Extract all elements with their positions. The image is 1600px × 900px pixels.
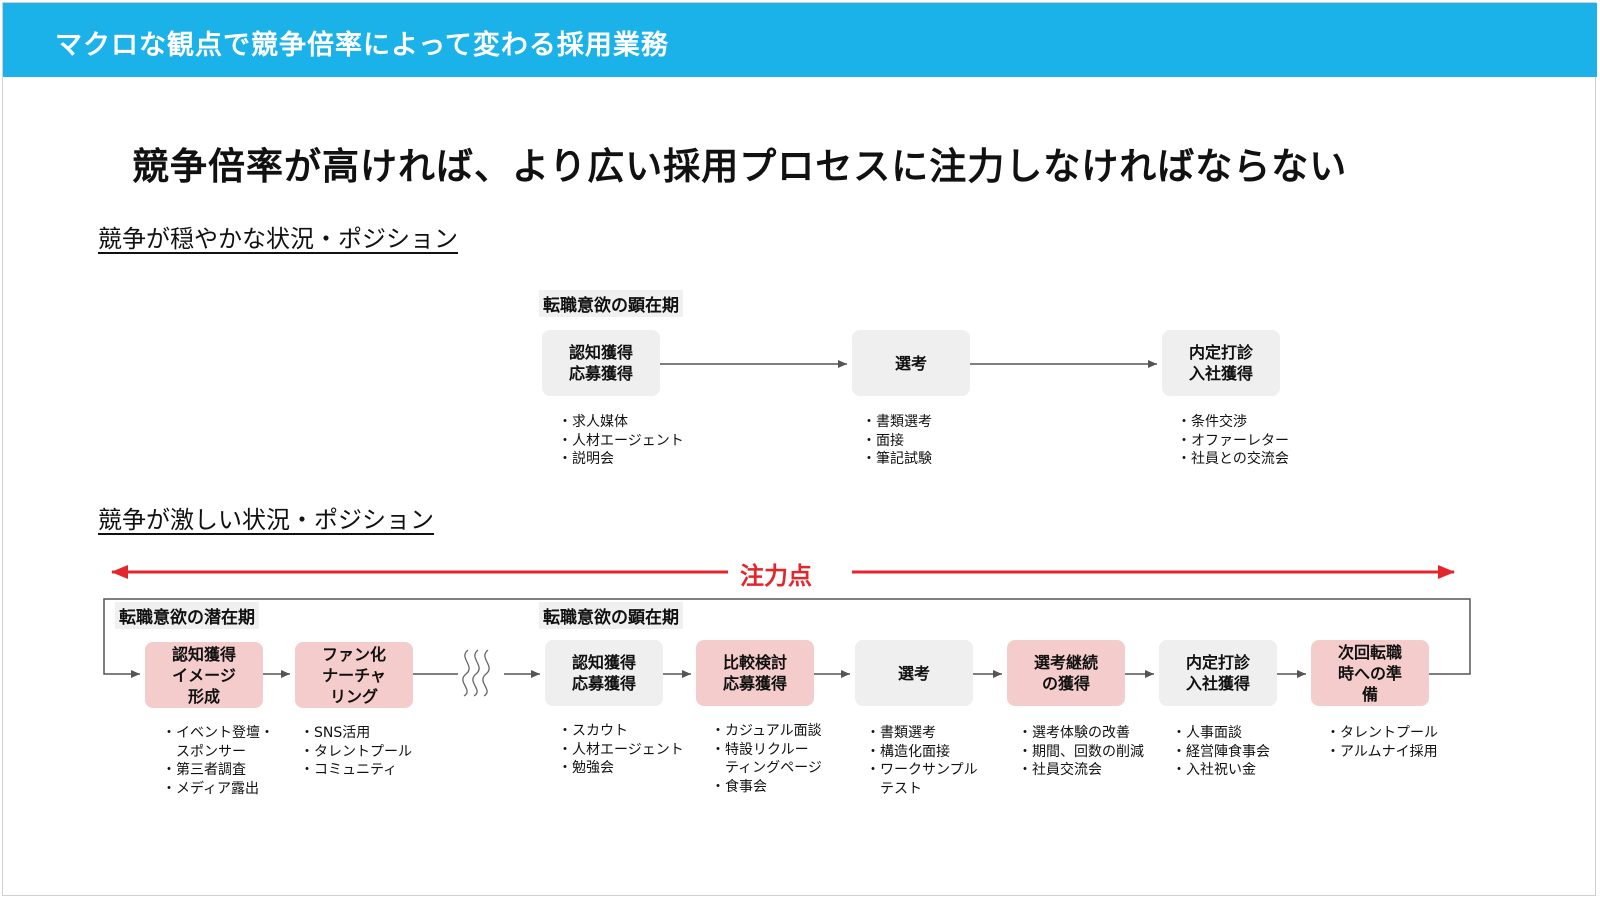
bullet-item: ・面接 bbox=[862, 432, 904, 449]
intense-step-comparison-bullets: ・カジュアル面談 ・特設リクルー ティングページ ・食事会 bbox=[711, 722, 822, 796]
bullet-item: ・期間、回数の削減 bbox=[1018, 743, 1144, 760]
bullet-item: ・条件交渉 bbox=[1177, 414, 1247, 430]
bullet-item: ・入社祝い金 bbox=[1172, 762, 1256, 778]
bullet-item: ・書類選考 bbox=[862, 414, 932, 430]
intense-step-offer: 内定打診 入社獲得 bbox=[1159, 640, 1277, 706]
headline: 競争倍率が高ければ、より広い採用プロセスに注力しなければならない bbox=[132, 145, 1348, 188]
intense-step-next-move-bullets: ・タレントプール ・アルムナイ採用 bbox=[1326, 724, 1438, 761]
bullet-item: ・タレントプール bbox=[300, 743, 412, 760]
bullet-item: ・説明会 bbox=[558, 451, 614, 467]
bullet-item: ・社員交流会 bbox=[1018, 762, 1102, 778]
bullet-item: ・タレントプール bbox=[1326, 725, 1438, 741]
bullet-item: ・書類選考 bbox=[866, 725, 936, 741]
bullet-item: ・第三者調査 bbox=[162, 762, 246, 778]
intense-step-nurturing: ファン化 ナーチャ リング bbox=[295, 642, 413, 708]
focus-label: 注力点 bbox=[740, 562, 812, 590]
mild-section-heading: 競争が穏やかな状況・ポジション bbox=[98, 225, 458, 253]
mild-step-selection: 選考 bbox=[852, 330, 970, 396]
intense-step-retention-bullets: ・選考体験の改善 ・期間、回数の削減 ・社員交流会 bbox=[1018, 724, 1144, 780]
mild-phase-label: 転職意欲の顕在期 bbox=[539, 290, 683, 317]
bullet-item: ・勉強会 bbox=[558, 760, 614, 776]
mild-step-awareness: 認知獲得 応募獲得 bbox=[542, 330, 660, 396]
intense-step-brand-awareness-bullets: ・イベント登壇・ スポンサー ・第三者調査 ・メディア露出 bbox=[162, 724, 274, 798]
intense-step-selection-bullets: ・書類選考 ・構造化面接 ・ワークサンプル テスト bbox=[866, 724, 978, 798]
bullet-item: ・人材エージェント bbox=[558, 741, 684, 758]
intense-step-nurturing-bullets: ・SNS活用 ・タレントプール ・コミュニティ bbox=[300, 724, 412, 780]
bullet-item: ・オファーレター bbox=[1177, 432, 1289, 449]
bullet-item: ・メディア露出 bbox=[162, 780, 260, 797]
bullet-item: ・コミュニティ bbox=[300, 762, 398, 778]
intense-step-awareness: 認知獲得 応募獲得 bbox=[545, 640, 663, 706]
bullet-item: ・カジュアル面談 bbox=[711, 723, 822, 739]
active-phase-label: 転職意欲の顕在期 bbox=[539, 602, 683, 629]
intense-step-comparison: 比較検討 応募獲得 bbox=[696, 640, 814, 706]
mild-step-offer: 内定打診 入社獲得 bbox=[1162, 330, 1280, 396]
intense-step-brand-awareness: 認知獲得 イメージ 形成 bbox=[145, 642, 263, 708]
bullet-item: ・人材エージェント bbox=[558, 432, 684, 449]
bullet-item: ・スカウト bbox=[558, 723, 628, 739]
bullet-item: ティングページ bbox=[711, 760, 822, 776]
bullet-item: ・社員との交流会 bbox=[1177, 451, 1289, 467]
bullet-item: ・アルムナイ採用 bbox=[1326, 743, 1438, 760]
bullet-item: ・筆記試験 bbox=[862, 451, 932, 467]
intense-section-heading: 競争が激しい状況・ポジション bbox=[98, 506, 434, 534]
bullet-item: ・求人媒体 bbox=[558, 414, 628, 430]
bullet-item: テスト bbox=[866, 780, 922, 797]
header-title: マクロな観点で競争倍率によって変わる採用業務 bbox=[55, 30, 669, 61]
time-gap-squiggle-icon bbox=[458, 648, 504, 697]
intense-step-retention: 選考継続 の獲得 bbox=[1007, 640, 1125, 706]
bullet-item: ・構造化面接 bbox=[866, 743, 950, 760]
mild-step-selection-bullets: ・書類選考 ・面接 ・筆記試験 bbox=[862, 413, 932, 469]
bullet-item: ・食事会 bbox=[711, 778, 767, 795]
mild-step-offer-bullets: ・条件交渉 ・オファーレター ・社員との交流会 bbox=[1177, 413, 1289, 469]
mild-step-awareness-bullets: ・求人媒体 ・人材エージェント ・説明会 bbox=[558, 413, 684, 469]
bullet-item: ・特設リクルー bbox=[711, 741, 809, 758]
latent-phase-label: 転職意欲の潜在期 bbox=[115, 602, 259, 629]
intense-step-awareness-bullets: ・スカウト ・人材エージェント ・勉強会 bbox=[558, 722, 684, 778]
bullet-item: スポンサー bbox=[162, 743, 246, 760]
cycle-loop-line bbox=[103, 598, 1471, 678]
intense-step-offer-bullets: ・人事面談 ・経営陣食事会 ・入社祝い金 bbox=[1172, 724, 1270, 780]
intense-step-selection: 選考 bbox=[855, 640, 973, 706]
bullet-item: ・イベント登壇・ bbox=[162, 725, 274, 741]
bullet-item: ・選考体験の改善 bbox=[1018, 725, 1130, 741]
header-bar: マクロな観点で競争倍率によって変わる採用業務 bbox=[3, 3, 1597, 77]
bullet-item: ・ワークサンプル bbox=[866, 762, 978, 778]
intense-step-next-move: 次回転職 時への準 備 bbox=[1311, 640, 1429, 706]
bullet-item: ・経営陣食事会 bbox=[1172, 743, 1270, 760]
bullet-item: ・SNS活用 bbox=[300, 725, 371, 741]
bullet-item: ・人事面談 bbox=[1172, 725, 1242, 741]
